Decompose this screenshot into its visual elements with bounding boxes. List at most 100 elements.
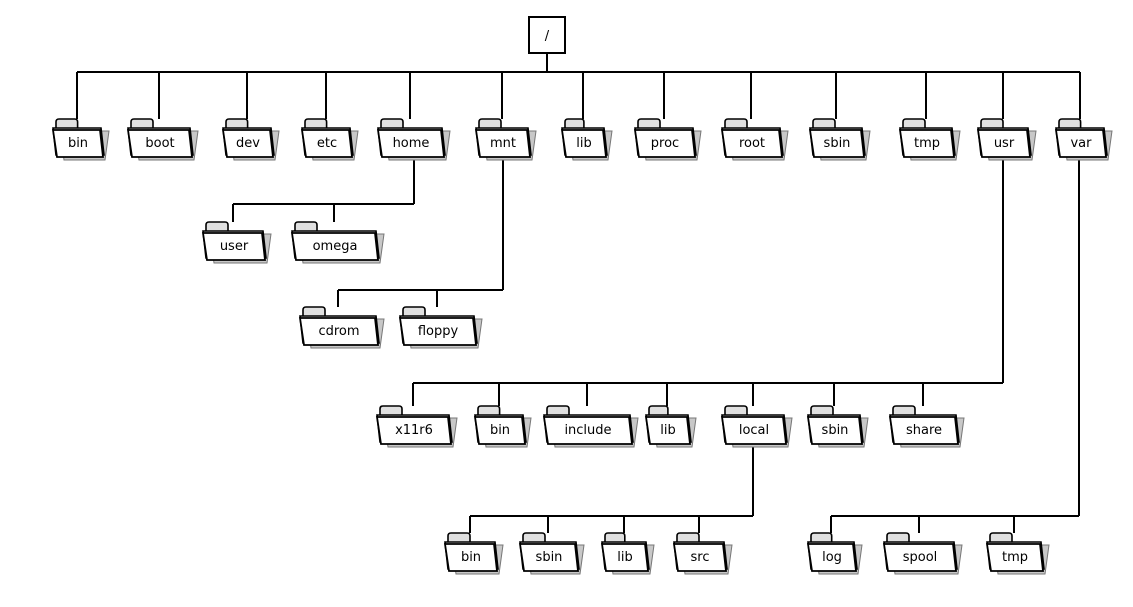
folder-tab (886, 532, 910, 544)
folder-front (518, 543, 580, 572)
folder-front (126, 129, 194, 158)
folder-front (298, 317, 380, 346)
folder-front (375, 416, 453, 445)
folder-label: x11r6 (395, 423, 433, 438)
folder-label: lib (660, 423, 675, 438)
folder-mnt-cdrom[interactable]: cdrom (298, 306, 385, 349)
folder-front (398, 317, 478, 346)
folder-proc[interactable]: proc (633, 118, 702, 161)
folder-front (560, 129, 608, 158)
folder-front (806, 543, 858, 572)
folder-tab (546, 405, 570, 417)
folder-front (474, 129, 532, 158)
folder-front (600, 543, 650, 572)
folder-front (888, 416, 960, 445)
folder-front (720, 129, 784, 158)
folder-label: tmp (1002, 550, 1028, 565)
root-directory-node[interactable]: / (528, 16, 566, 54)
folder-local-lib[interactable]: lib (600, 532, 655, 575)
folder-var-spool[interactable]: spool (882, 532, 963, 575)
folder-local-sbin[interactable]: sbin (518, 532, 585, 575)
folder-label: user (220, 239, 249, 254)
root-label: / (545, 29, 550, 44)
folder-bin[interactable]: bin (51, 118, 110, 161)
folder-label: proc (651, 136, 679, 151)
folder-usr-sbin[interactable]: sbin (806, 405, 869, 448)
folder-sbin[interactable]: sbin (808, 118, 871, 161)
folder-tab (205, 221, 229, 233)
folder-tab (812, 118, 836, 130)
folder-front (300, 129, 354, 158)
folder-label: root (739, 136, 765, 151)
folder-label: sbin (536, 550, 563, 565)
folder-rootdir[interactable]: root (720, 118, 789, 161)
folder-local-bin[interactable]: bin (443, 532, 504, 575)
folder-mnt-floppy[interactable]: floppy (398, 306, 483, 349)
folder-usr[interactable]: usr (976, 118, 1037, 161)
folder-label: lib (576, 136, 591, 151)
folder-label: var (1070, 136, 1092, 151)
folder-tab (810, 532, 833, 544)
folder-tab (304, 118, 328, 130)
folder-home-user[interactable]: user (201, 221, 272, 264)
folder-label: src (691, 550, 710, 565)
folder-tab (447, 532, 471, 544)
folder-tab (724, 118, 748, 130)
folder-front (221, 129, 275, 158)
folder-front (633, 129, 697, 158)
folder-tab (604, 532, 626, 544)
folder-usr-bin[interactable]: bin (473, 405, 532, 448)
folder-tab (564, 118, 585, 130)
folder-usr-lib[interactable]: lib (644, 405, 697, 448)
folder-tab (402, 306, 426, 318)
folder-usr-x11r6[interactable]: x11r6 (375, 405, 458, 448)
folder-tab (810, 405, 834, 417)
folder-front (644, 416, 692, 445)
folder-tab (478, 118, 502, 130)
folder-usr-local[interactable]: local (720, 405, 793, 448)
folder-front (201, 232, 267, 261)
folder-label: boot (145, 136, 174, 151)
folder-dev[interactable]: dev (221, 118, 280, 161)
folder-label: usr (994, 136, 1015, 151)
folder-boot[interactable]: boot (126, 118, 199, 161)
folder-tab (1058, 118, 1082, 130)
folder-lib[interactable]: lib (560, 118, 613, 161)
folder-label: lib (617, 550, 632, 565)
folder-label: etc (317, 136, 337, 151)
folder-tab (379, 405, 403, 417)
folder-tmp[interactable]: tmp (898, 118, 961, 161)
folder-usr-share[interactable]: share (888, 405, 965, 448)
folder-tab (892, 405, 916, 417)
tree-connectors (76, 53, 1081, 533)
folder-label: cdrom (318, 324, 359, 339)
folder-var-tmp[interactable]: tmp (985, 532, 1050, 575)
folder-label: spool (903, 550, 938, 565)
folder-tab (902, 118, 926, 130)
folder-front (720, 416, 788, 445)
folder-front (985, 543, 1045, 572)
folder-tab (55, 118, 79, 130)
folder-front (376, 129, 446, 158)
folder-etc[interactable]: etc (300, 118, 359, 161)
folder-tab (225, 118, 249, 130)
folder-var[interactable]: var (1054, 118, 1113, 161)
folder-local-src[interactable]: src (672, 532, 733, 575)
folder-label: bin (461, 550, 481, 565)
folder-front (806, 416, 864, 445)
folder-label: dev (236, 136, 260, 151)
folder-front (672, 543, 728, 572)
folder-label: sbin (824, 136, 851, 151)
folder-var-log[interactable]: log (806, 532, 863, 575)
folder-tab (130, 118, 154, 130)
folder-home-omega[interactable]: omega (290, 221, 385, 264)
folder-front (976, 129, 1032, 158)
folder-tab (989, 532, 1013, 544)
folder-home[interactable]: home (376, 118, 451, 161)
folder-label: sbin (822, 423, 849, 438)
folder-mnt[interactable]: mnt (474, 118, 537, 161)
folder-tab (648, 405, 669, 417)
folder-usr-include[interactable]: include (542, 405, 639, 448)
